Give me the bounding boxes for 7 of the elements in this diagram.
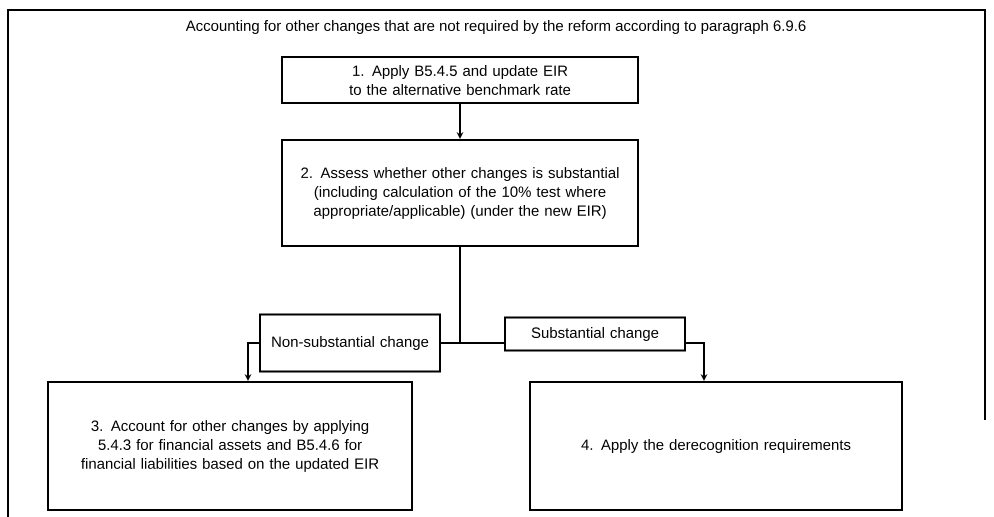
edge-label: Substantial change xyxy=(504,316,686,352)
process-box: 1. Apply B5.4.5 and update EIR to the alternative benchmark rate xyxy=(281,56,639,104)
process-box: 2. Assess whether other changes is substantial (including calculation of the 10% test where appropriate/applicable) (under the new EIR) xyxy=(281,139,639,247)
process-box: 3. Account for other changes by applying 5.4.3 for financial assets and B5.4.6 for financial liabilities based on the updated EIR xyxy=(47,381,413,511)
title: Accounting for other changes that are not required by the reform according to paragraph 6.9.6 xyxy=(186,20,806,34)
process-box: 4. Apply the derecognition requirements xyxy=(529,381,903,511)
edge-label: Non-substantial change xyxy=(259,314,441,372)
